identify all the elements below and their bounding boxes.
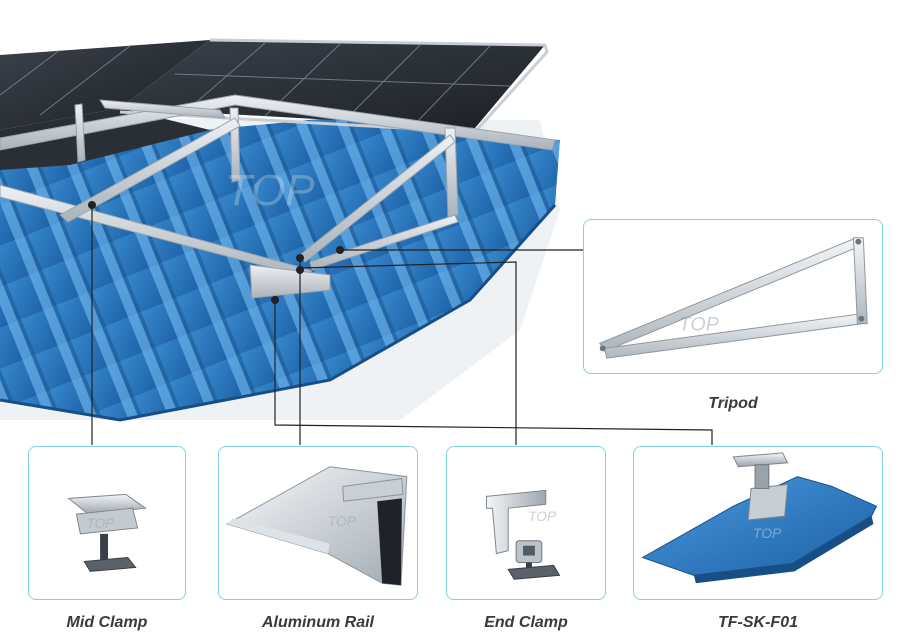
end-clamp-image: TOP <box>486 489 561 580</box>
svg-text:TOP: TOP <box>528 508 557 524</box>
end-clamp-panel: TOP <box>446 446 606 600</box>
watermark-text: TOP <box>225 166 315 215</box>
tripod-panel: TOP <box>583 219 883 374</box>
aluminum-rail-image: TOP <box>225 466 408 586</box>
tripod-image: TOP <box>599 237 868 359</box>
aluminum-rail-caption: Aluminum Rail <box>261 614 374 631</box>
mid-clamp-image: TOP <box>67 493 147 572</box>
roof-hook-panel: TOP <box>633 446 883 600</box>
aluminum-framework <box>0 94 556 299</box>
svg-text:TOP: TOP <box>328 513 357 529</box>
svg-text:TOP: TOP <box>753 525 782 541</box>
roof-hook-image: TOP <box>641 452 878 584</box>
mid-clamp-caption: Mid Clamp <box>66 614 148 631</box>
aluminum-rail-panel: TOP <box>218 446 418 600</box>
mid-clamp-panel: TOP <box>28 446 186 600</box>
tripod-caption: Tripod <box>708 395 758 412</box>
roof-hook-caption: TF-SK-F01 <box>718 614 798 631</box>
svg-text:TOP: TOP <box>679 314 720 336</box>
end-clamp-caption: End Clamp <box>484 614 568 631</box>
svg-text:TOP: TOP <box>86 515 115 531</box>
